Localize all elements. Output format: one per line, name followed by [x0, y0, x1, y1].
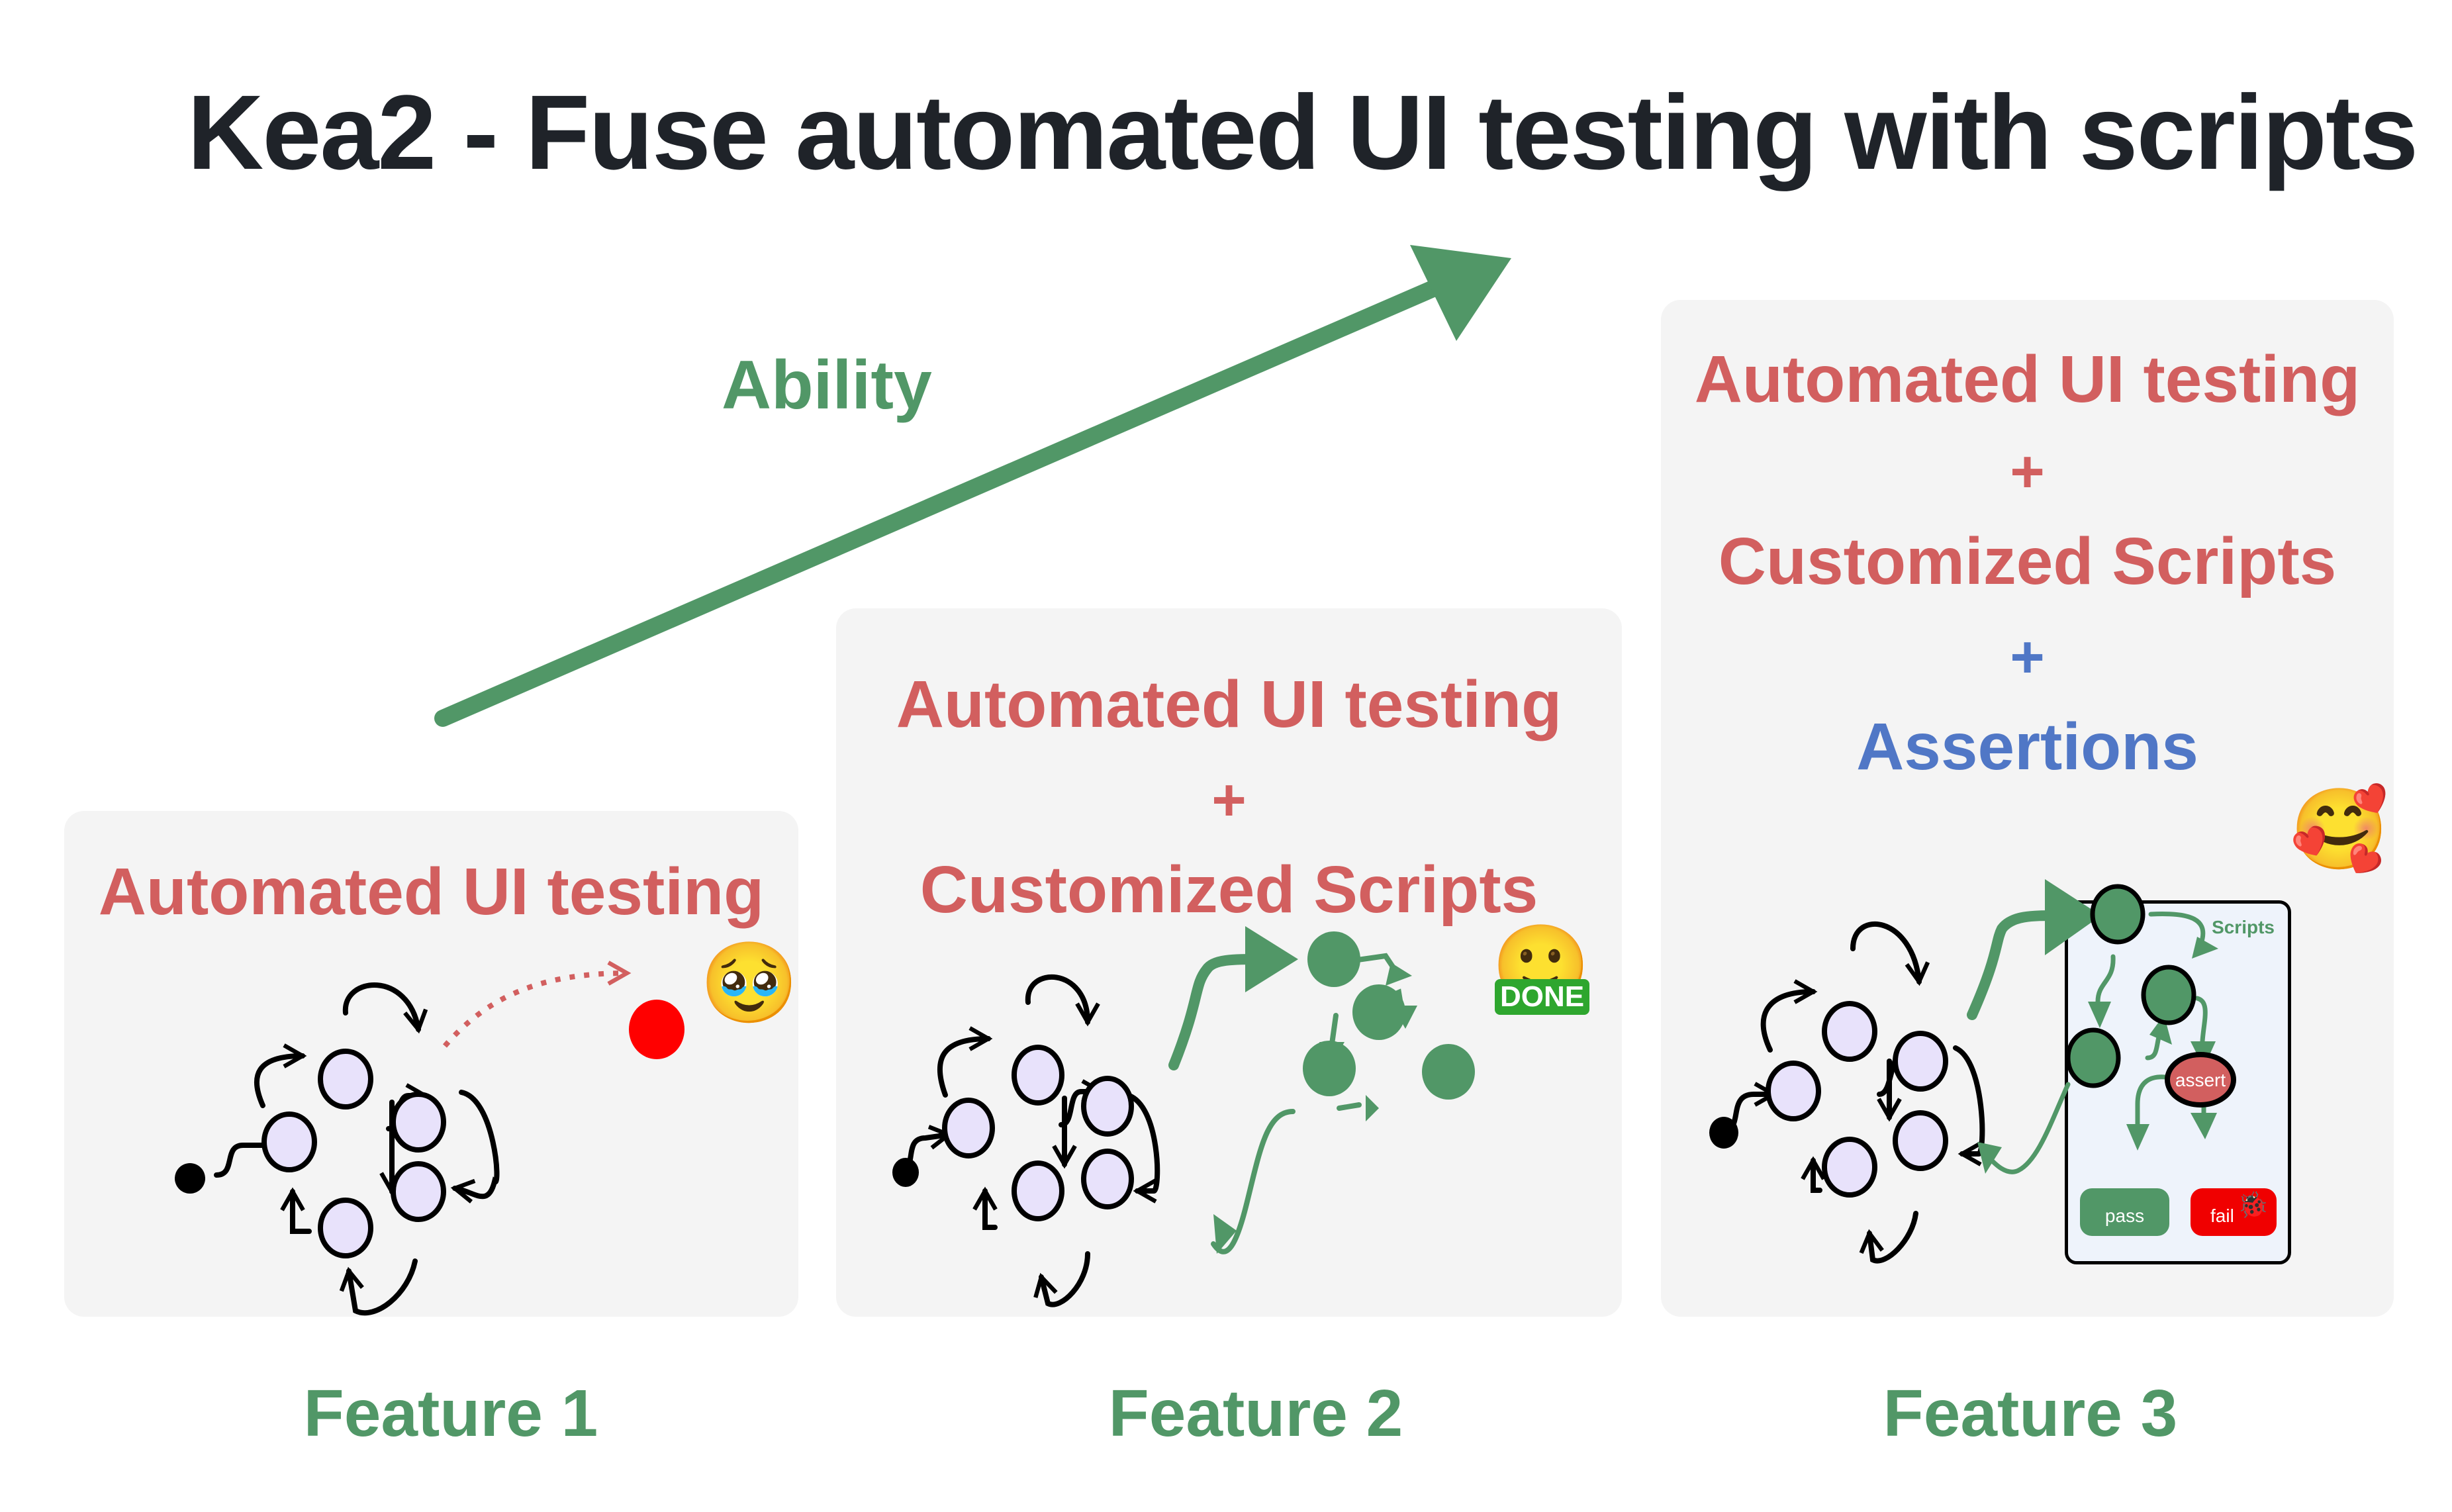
state-node	[318, 1049, 373, 1110]
graph-edge	[339, 1258, 418, 1316]
panel-3-plus-1: +	[2010, 439, 2045, 505]
failing-edge	[442, 961, 632, 1048]
state-node	[318, 1198, 373, 1258]
bug-icon: 🐞	[2237, 1192, 2269, 1219]
state-node	[1822, 1137, 1877, 1198]
crash-state-node	[629, 1000, 684, 1059]
fail-label: fail	[2210, 1205, 2234, 1226]
state-node	[1081, 1076, 1134, 1137]
graph-edge	[1760, 979, 1818, 1053]
graph-edge	[937, 1026, 993, 1098]
script-arrowhead	[2088, 1002, 2111, 1028]
panel-1-line-1: Automated UI testing	[98, 855, 765, 929]
script-node	[2141, 965, 2196, 1025]
start-node	[892, 1158, 919, 1187]
script-exit-edge	[1211, 1109, 1296, 1254]
script-edge	[2148, 912, 2206, 948]
ability-arrow-head	[1410, 245, 1511, 341]
scripts-box-title: Scripts	[2212, 917, 2275, 937]
script-entry-arrowhead	[1245, 926, 1298, 992]
state-node	[261, 1111, 317, 1172]
pleading-face-icon: 🥹	[700, 939, 799, 1027]
panel-3-line-1: Automated UI testing	[1694, 342, 2361, 416]
graph-edge	[280, 1187, 312, 1234]
script-exit-edge	[1983, 1082, 2071, 1174]
state-node	[1012, 1160, 1064, 1221]
feature-3-label: Feature 3	[1883, 1376, 2178, 1450]
graph-edge	[1025, 974, 1100, 1027]
assert-node	[2165, 1052, 2236, 1108]
graph-edge	[972, 1186, 998, 1230]
script-arrowhead	[1386, 963, 1412, 986]
feature-2-state-graph	[892, 926, 1475, 1307]
state-node	[391, 1161, 446, 1222]
panel-2-line-1: Automated UI testing	[896, 667, 1562, 741]
graph-edge	[1953, 1045, 1985, 1166]
done-badge: DONE	[1495, 979, 1590, 1015]
script-arrowhead	[2191, 1113, 2217, 1139]
script-node	[1307, 931, 1360, 987]
state-node	[391, 1092, 446, 1153]
assert-node-label: assert	[2175, 1070, 2226, 1090]
state-node	[1893, 1031, 1948, 1092]
graph-edge	[1850, 921, 1930, 986]
graph-edge	[1801, 1156, 1826, 1193]
script-arrowhead	[2149, 1015, 2172, 1045]
state-node	[1893, 1110, 1948, 1171]
graph-edge	[1859, 1211, 1918, 1264]
script-entry-edge	[1967, 910, 2063, 1020]
panel-3-line-3: Assertions	[1856, 710, 2198, 784]
feature-1-panel: Automated UI testing 🥹	[64, 811, 798, 1317]
script-edge	[2135, 1074, 2173, 1127]
panel-2-plus: +	[1211, 767, 1247, 833]
script-entry-edge	[1168, 954, 1265, 1070]
state-node	[1766, 1061, 1821, 1121]
graph-edge	[450, 1090, 500, 1204]
pass-result: pass	[2080, 1188, 2169, 1236]
feature-1-label: Feature 1	[303, 1376, 598, 1450]
script-node	[2065, 1027, 2121, 1088]
script-arrowhead	[2192, 937, 2218, 959]
state-node	[1012, 1045, 1064, 1106]
script-node	[1352, 984, 1405, 1040]
panel-3-plus-2: +	[2010, 624, 2045, 690]
start-node	[1709, 1117, 1738, 1149]
graph-edge	[1125, 1092, 1160, 1204]
panel-3-line-2: Customized Scripts	[1718, 524, 2337, 598]
start-node	[175, 1163, 205, 1194]
state-node	[942, 1098, 995, 1158]
script-edge	[2095, 954, 2116, 1004]
script-node	[1303, 1041, 1356, 1096]
graph-edge	[254, 1043, 307, 1108]
script-edge	[2194, 996, 2208, 1044]
feature-1-state-graph	[175, 961, 684, 1316]
script-arrowhead	[2126, 1124, 2149, 1151]
graph-edge	[342, 982, 428, 1034]
script-entry-arrowhead	[2045, 879, 2101, 955]
script-exit-arrowhead	[1977, 1142, 2002, 1174]
graph-edge	[1033, 1251, 1090, 1307]
script-node	[1422, 1044, 1475, 1100]
state-node	[1081, 1149, 1134, 1209]
feature-3-state-graph: assert	[1709, 879, 2236, 1264]
face-holding-heart-icon: 🥰	[2290, 785, 2389, 874]
feature-2-label: Feature 2	[1108, 1376, 1403, 1450]
feature-2-panel: Automated UI testing + Customized Script…	[836, 608, 1622, 1317]
feature-3-panel: Automated UI testing + Customized Script…	[1661, 300, 2394, 1317]
ability-arrow-shaft	[434, 273, 1458, 727]
script-exit-arrowhead	[1213, 1214, 1237, 1254]
page-title: Kea2 - Fuse automated UI testing with sc…	[187, 73, 2418, 191]
state-node	[1822, 1001, 1877, 1062]
script-node	[2090, 884, 2146, 945]
fail-result: fail 🐞	[2191, 1188, 2277, 1236]
script-edge	[1337, 1102, 1362, 1111]
ability-label: Ability	[722, 347, 932, 424]
start-edge	[214, 1133, 291, 1178]
panel-2-line-2: Customized Scripts	[919, 853, 1538, 927]
script-arrowhead	[1366, 1095, 1379, 1121]
